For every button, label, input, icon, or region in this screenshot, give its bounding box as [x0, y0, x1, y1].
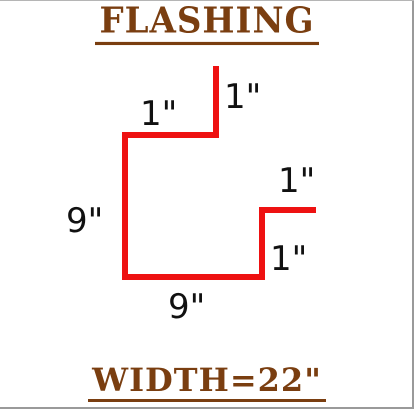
dimension-label-bottom-horizontal: 9" — [168, 287, 205, 327]
dimension-label-top-vertical: 1" — [224, 77, 261, 117]
width-total-text: WIDTH=22" — [88, 362, 326, 402]
flashing-profile-line — [122, 66, 316, 280]
diagram-title-text: FLASHING — [95, 1, 319, 46]
diagram-title: FLASHING — [0, 1, 414, 46]
width-total: WIDTH=22" — [0, 362, 414, 402]
top-border — [0, 0, 414, 1]
dimension-label-top-horizontal: 1" — [140, 94, 177, 134]
dimension-label-right-horizontal: 1" — [278, 161, 315, 201]
dimension-label-right-vertical: 1" — [270, 239, 307, 279]
dimension-label-left-vertical: 9" — [66, 201, 103, 241]
